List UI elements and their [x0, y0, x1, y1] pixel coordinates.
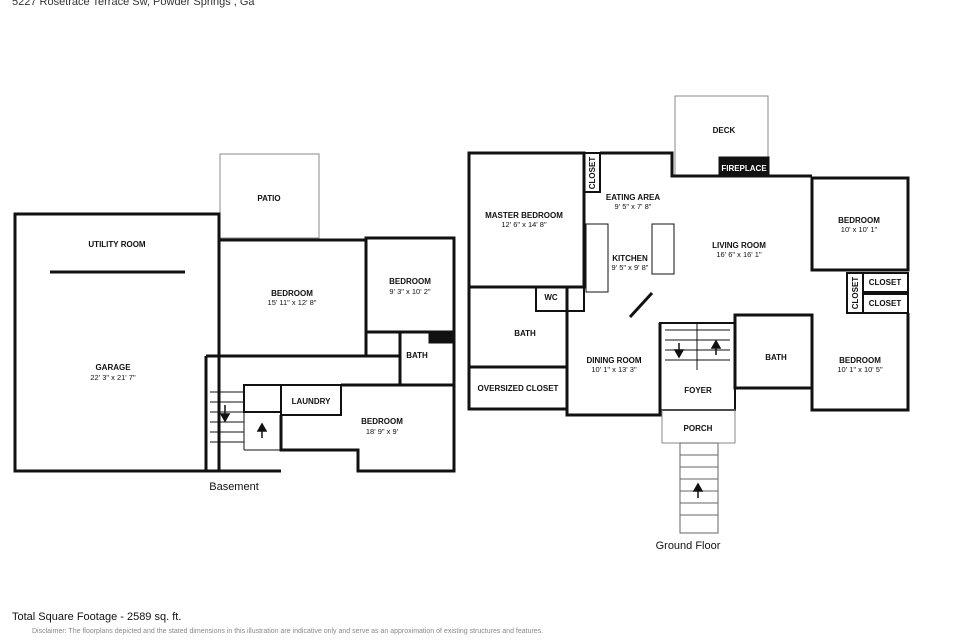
bedroom1-label: BEDROOM: [271, 289, 313, 298]
kitchen-island: [651, 223, 675, 275]
ground-plan: [467, 95, 910, 534]
closet-top-outline: [583, 152, 601, 193]
bedroom-a-outline: [810, 176, 910, 272]
bedroom-b-label: BEDROOM: [839, 356, 881, 365]
porch-label: PORCH: [684, 424, 713, 433]
basement-plan: [13, 153, 456, 473]
foyer-label: FOYER: [684, 386, 712, 395]
garage-dimensions: 22' 3" x 21' 7": [90, 373, 136, 382]
eating-area-label: EATING AREA: [606, 193, 660, 202]
kitchen-angle-wall: [628, 291, 654, 319]
disclaimer-text: Disclaimer: The floorplans depicted and …: [32, 628, 544, 635]
eating-top-wall: [600, 151, 812, 178]
kitchen-label: KITCHEN: [612, 254, 648, 263]
garage-outline: [13, 212, 221, 473]
closet-v-outline: [846, 272, 864, 314]
oversized-closet-label: OVERSIZED CLOSET: [478, 384, 559, 393]
property-address: 5227 Rosetrace Terrace Sw, Powder Spring…: [12, 0, 255, 8]
bedroom-b-dimensions: 10' 1" x 10' 5": [837, 365, 883, 374]
bedroom-a-label: BEDROOM: [838, 216, 880, 225]
hall-bath-label: BATH: [765, 353, 787, 362]
wc-outline: [535, 286, 585, 312]
kitchen-dimensions: 9' 5" x 9' 8": [612, 263, 649, 272]
stair-arrows: [219, 405, 268, 438]
dining-room-dimensions: 10' 1" x 13' 3": [591, 365, 637, 374]
wc-label: WC: [544, 293, 558, 302]
laundry-label: LAUNDRY: [292, 397, 331, 406]
eating-area-dimensions: 9' 5" x 7' 8": [615, 202, 652, 211]
basement-title: Basement: [209, 481, 259, 493]
living-room-dimensions: 16' 6" x 16' 1": [716, 250, 762, 259]
closet-2-label: CLOSET: [869, 299, 902, 308]
master-bedroom-label: MASTER BEDROOM: [485, 211, 563, 220]
master-bath-label: BATH: [514, 329, 536, 338]
bedroom3-label: BEDROOM: [361, 417, 403, 426]
patio-label: PATIO: [257, 194, 280, 203]
bath-fill: [428, 330, 456, 344]
ground-floor-title: Ground Floor: [656, 540, 721, 552]
patio-outline: [219, 153, 320, 239]
total-square-footage: Total Square Footage - 2589 sq. ft.: [12, 611, 182, 623]
bedroom1-dimensions: 15' 11" x 12' 8": [268, 298, 317, 307]
master-bedroom-dimensions: 12' 6" x 14' 8": [501, 220, 547, 229]
basement-bath-label: BATH: [406, 351, 428, 360]
closet-1-label: CLOSET: [869, 278, 902, 287]
ground-stair-arrows: [673, 339, 722, 498]
closet-outline: [243, 384, 282, 413]
bedroom3-dimensions: 18' 9" x 9': [366, 427, 399, 436]
utility-room-label: UTILITY ROOM: [88, 240, 146, 249]
foyer-stairs: [665, 323, 730, 370]
dining-room-label: DINING ROOM: [586, 356, 641, 365]
bedroom2-dimensions: 9' 3" x 10' 2": [389, 287, 430, 296]
deck-label: DECK: [713, 126, 736, 135]
basement-stairs: [210, 391, 281, 451]
bedroom-a-dimensions: 10' x 10' 1": [841, 225, 878, 234]
closet-v-label: CLOSET: [851, 277, 860, 310]
hall-bath-outline: [733, 313, 814, 390]
living-room-label: LIVING ROOM: [712, 241, 766, 250]
bedroom2-label: BEDROOM: [389, 277, 431, 286]
stair-hall-outline: [204, 356, 281, 473]
kitchen-cabinets: [585, 223, 609, 293]
fireplace-label: FIREPLACE: [721, 164, 767, 173]
closet-top-label: CLOSET: [588, 157, 597, 190]
garage-label: GARAGE: [95, 363, 131, 372]
